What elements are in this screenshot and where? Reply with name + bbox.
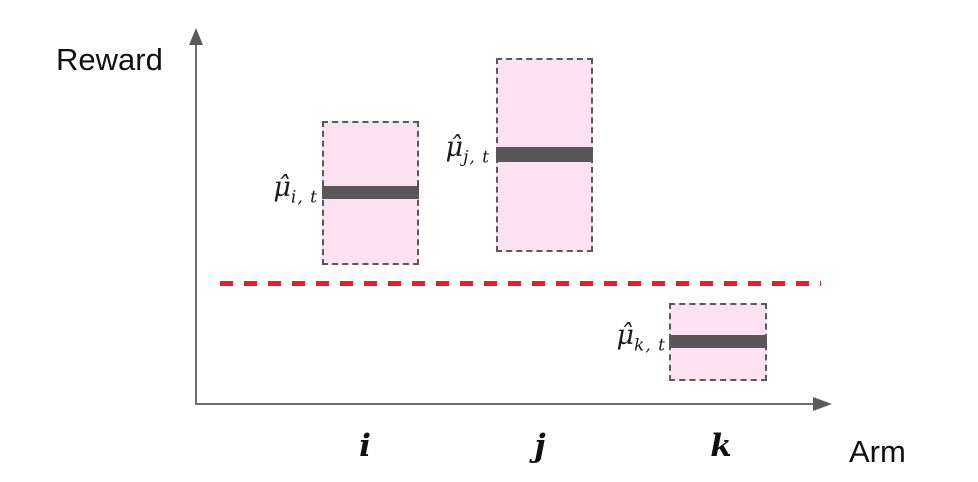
- x-axis-line: [195, 403, 815, 405]
- x-tick-j: j: [534, 428, 546, 464]
- mu-hat-symbol: μ̂: [273, 172, 291, 203]
- confidence-interval-box-k: [669, 303, 767, 381]
- y-axis-arrow-icon: [189, 28, 203, 45]
- estimated-mean-bar-j: [496, 147, 593, 162]
- x-axis-title: Arm: [849, 434, 906, 469]
- mu-hat-label-k: μ̂k, t: [594, 320, 666, 354]
- mu-hat-symbol: μ̂: [616, 320, 635, 351]
- estimated-mean-bar-i: [322, 186, 419, 199]
- y-axis-line: [195, 40, 197, 405]
- mu-hat-subscript: k, t: [634, 335, 666, 356]
- x-axis-arrow-icon: [813, 397, 832, 411]
- mu-hat-symbol: μ̂: [445, 132, 464, 163]
- x-tick-k: k: [710, 428, 732, 464]
- x-tick-i: i: [359, 428, 371, 464]
- confidence-interval-box-j: [496, 58, 593, 252]
- y-axis-title: Reward: [56, 42, 163, 77]
- mu-hat-label-j: μ̂j, t: [418, 132, 490, 166]
- mu-hat-label-i: μ̂i, t: [246, 172, 318, 206]
- confidence-interval-box-i: [322, 121, 419, 265]
- mu-hat-subscript: i, t: [290, 187, 318, 208]
- red-dashed-threshold-line: [220, 281, 821, 286]
- estimated-mean-bar-k: [669, 335, 767, 348]
- mu-hat-subscript: j, t: [463, 147, 490, 168]
